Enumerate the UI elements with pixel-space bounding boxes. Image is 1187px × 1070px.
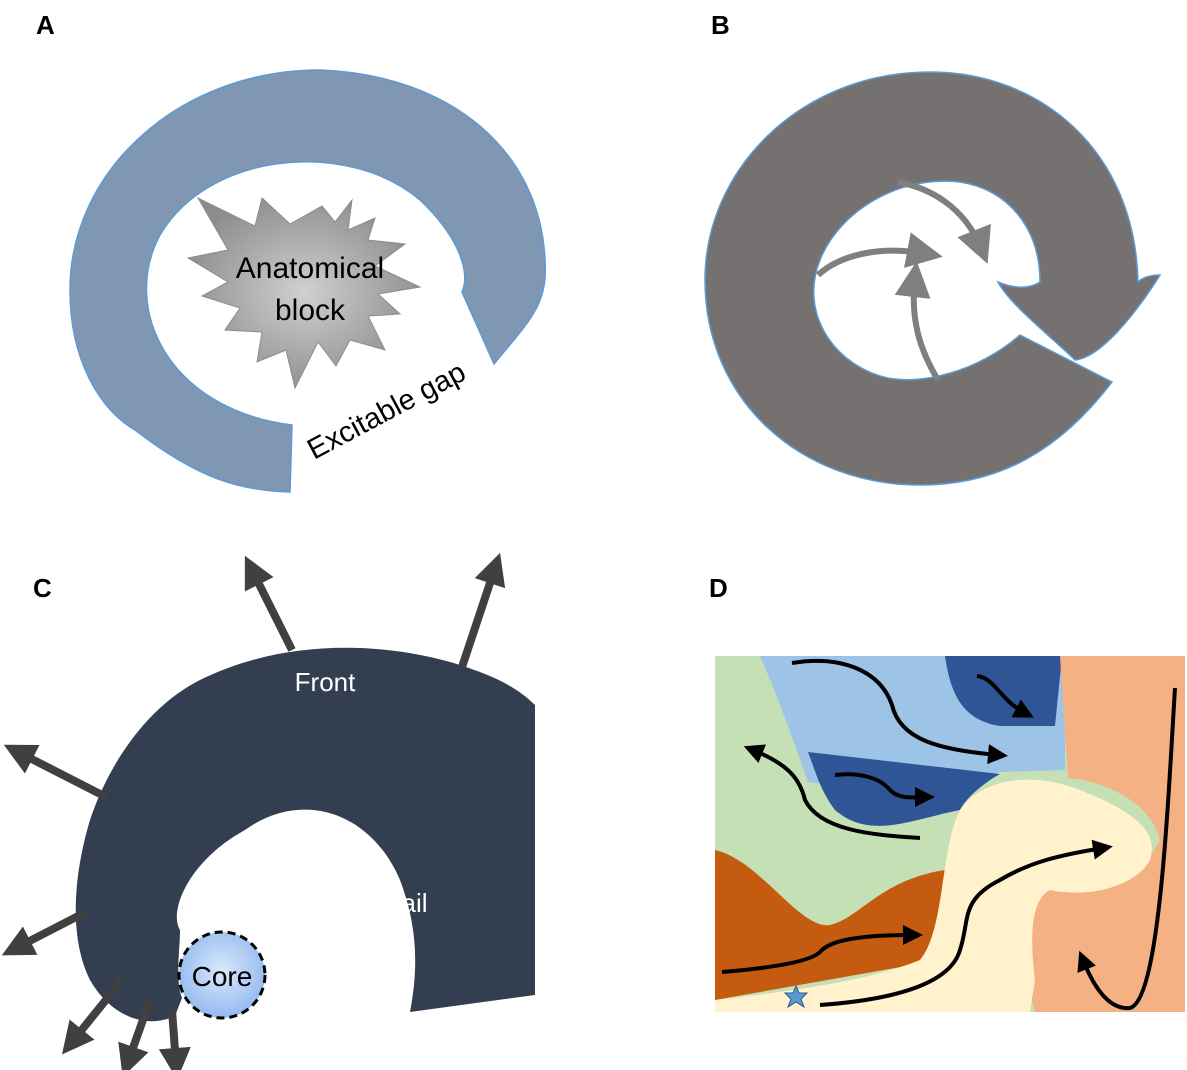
side-arrow-2 [16,912,86,948]
panel-d-letter: D [709,573,728,603]
core-label: Core [192,961,253,992]
panel-a: A Anatomical block Excitable gap [36,10,545,492]
panel-a-letter: A [36,10,55,40]
front-arrow-2 [462,568,495,667]
front-label: Front [295,667,356,697]
side-arrow-1 [18,752,106,797]
propagation-arrow-bottom [914,276,938,380]
spiral-wave-ring [705,72,1160,485]
tail-label: Tail [388,888,427,918]
spiral-wavefront [76,648,535,1021]
propagation-arrow-top [898,182,982,250]
panel-b: B [705,10,1160,485]
anatomical-block-label-line1: Anatomical [236,252,384,285]
panel-c-letter: C [33,573,52,603]
propagation-arrow-left [818,251,928,275]
panel-b-letter: B [711,10,730,40]
panel-d: D [709,573,1185,1012]
anatomical-block-label-line2: block [275,294,346,327]
anatomical-block-star [188,198,420,388]
core-arrow-3 [172,1010,176,1064]
panel-c: C Front Tail Core [16,568,535,1064]
excitable-gap-label: Excitable gap [302,356,471,466]
front-arrow-1 [252,570,292,650]
